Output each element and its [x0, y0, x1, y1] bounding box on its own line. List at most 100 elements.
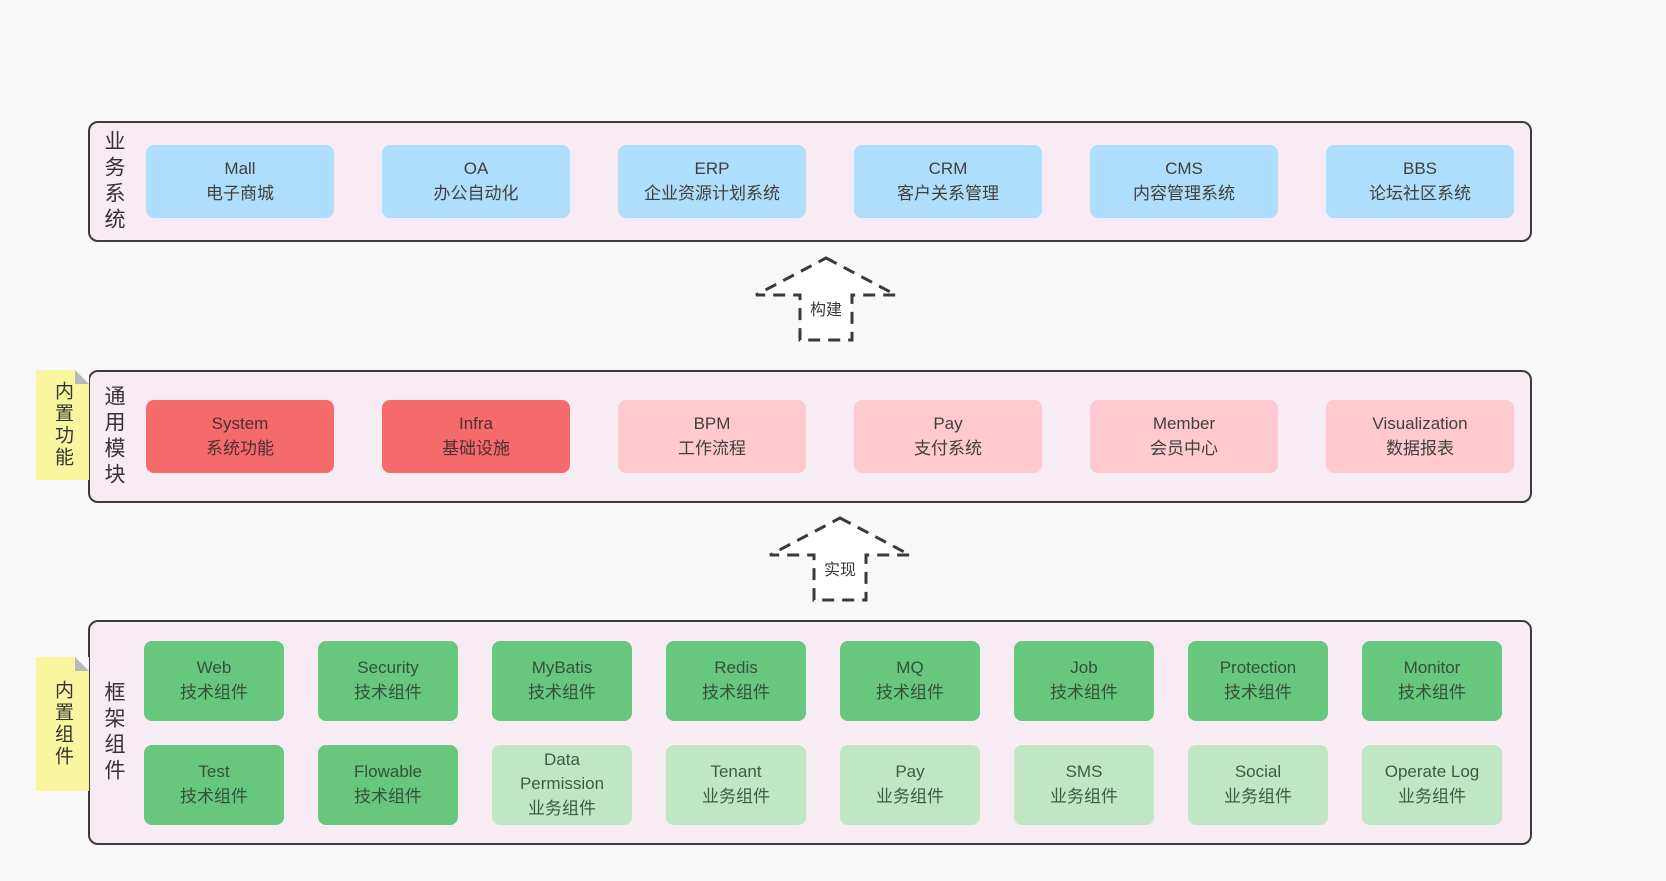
box-subtitle: 电子商城 — [206, 183, 274, 203]
common-modules-boxes: System 系统功能 Infra 基础设施 BPM 工作流程 Pay 支付系统… — [146, 400, 1514, 473]
framework-components-grid: Web 技术组件 Security 技术组件 MyBatis 技术组件 Redi… — [144, 640, 1502, 825]
box-visualization: Visualization 数据报表 — [1326, 400, 1514, 473]
box-title: Tenant — [710, 761, 762, 781]
box-mall: Mall 电子商城 — [146, 145, 334, 218]
box-title: SMS — [1065, 761, 1103, 781]
band-framework-components-label: 框架组件 — [102, 680, 125, 785]
box-title: Web — [196, 657, 232, 677]
box-subtitle: 技术组件 — [528, 682, 596, 702]
box-subtitle: 技术组件 — [180, 786, 248, 806]
box-web: Web 技术组件 — [144, 640, 284, 721]
box-job: Job 技术组件 — [1014, 640, 1154, 721]
box-title: Infra — [458, 413, 494, 433]
framework-row-1: Web 技术组件 Security 技术组件 MyBatis 技术组件 Redi… — [144, 640, 1502, 721]
box-subtitle: 系统功能 — [206, 438, 274, 458]
arrow-build-label: 构建 — [804, 294, 848, 322]
sticky-note-label: 内置功能 — [52, 381, 73, 469]
box-subtitle: 技术组件 — [1398, 682, 1466, 702]
box-protection: Protection 技术组件 — [1188, 640, 1328, 721]
up-arrow-build: 构建 — [746, 254, 906, 344]
band-common-modules-label: 通用模块 — [102, 384, 125, 489]
box-subtitle: 工作流程 — [678, 438, 746, 458]
box-subtitle: 技术组件 — [1050, 682, 1118, 702]
box-tenant: Tenant 业务组件 — [666, 744, 806, 825]
box-oa: OA 办公自动化 — [382, 145, 570, 218]
box-monitor: Monitor 技术组件 — [1362, 640, 1502, 721]
box-subtitle: 业务组件 — [528, 798, 596, 818]
sticky-note-label: 内置组件 — [52, 680, 73, 768]
box-title: Security — [357, 657, 419, 677]
box-subtitle: 技术组件 — [180, 682, 248, 702]
box-social: Social 业务组件 — [1188, 744, 1328, 825]
box-mq: MQ 技术组件 — [840, 640, 980, 721]
box-title: MyBatis — [531, 657, 593, 677]
box-subtitle: 会员中心 — [1150, 438, 1218, 458]
box-title: Visualization — [1372, 413, 1468, 433]
arrow-implement-label: 实现 — [818, 554, 862, 582]
box-subtitle: 业务组件 — [876, 786, 944, 806]
box-title: ERP — [694, 158, 730, 178]
box-subtitle: 企业资源计划系统 — [644, 183, 780, 203]
box-subtitle: 业务组件 — [1050, 786, 1118, 806]
box-title: CRM — [928, 158, 968, 178]
box-pay-module: Pay 支付系统 — [854, 400, 1042, 473]
box-subtitle: 技术组件 — [702, 682, 770, 702]
sticky-note-built-in-components: 内置组件 — [36, 657, 89, 791]
box-title: OA — [463, 158, 489, 178]
box-title: Mall — [224, 158, 256, 178]
box-mybatis: MyBatis 技术组件 — [492, 640, 632, 721]
box-bbs: BBS 论坛社区系统 — [1326, 145, 1514, 218]
box-title: System — [211, 413, 269, 433]
box-title: Test — [198, 761, 230, 781]
box-title: CMS — [1165, 158, 1203, 178]
box-subtitle: 技术组件 — [1224, 682, 1292, 702]
box-erp: ERP 企业资源计划系统 — [618, 145, 806, 218]
box-data-permission: Data Permission 业务组件 — [492, 744, 632, 825]
box-subtitle: 技术组件 — [354, 786, 422, 806]
framework-row-2: Test 技术组件 Flowable 技术组件 Data Permission … — [144, 744, 1502, 825]
box-title: Social — [1234, 761, 1282, 781]
box-infra: Infra 基础设施 — [382, 400, 570, 473]
box-subtitle: 技术组件 — [876, 682, 944, 702]
box-title: Member — [1152, 413, 1216, 433]
box-subtitle: 业务组件 — [702, 786, 770, 806]
box-test: Test 技术组件 — [144, 744, 284, 825]
box-title: Operate Log — [1384, 761, 1480, 781]
box-member: Member 会员中心 — [1090, 400, 1278, 473]
box-title: Pay — [895, 761, 925, 781]
box-subtitle: 客户关系管理 — [897, 183, 999, 203]
box-cms: CMS 内容管理系统 — [1090, 145, 1278, 218]
box-title: Flowable — [353, 761, 423, 781]
box-title: Protection — [1219, 657, 1297, 677]
box-subtitle: 业务组件 — [1398, 786, 1466, 806]
box-subtitle: 内容管理系统 — [1133, 183, 1235, 203]
box-subtitle: 办公自动化 — [433, 183, 519, 203]
box-subtitle: 数据报表 — [1386, 438, 1454, 458]
box-security: Security 技术组件 — [318, 640, 458, 721]
box-crm: CRM 客户关系管理 — [854, 145, 1042, 218]
box-bpm: BPM 工作流程 — [618, 400, 806, 473]
box-title: Data Permission — [519, 749, 605, 794]
band-framework-components: 内置组件 框架组件 Web 技术组件 Security 技术组件 MyBatis… — [36, 620, 1532, 845]
box-pay-component: Pay 业务组件 — [840, 744, 980, 825]
business-systems-boxes: Mall 电子商城 OA 办公自动化 ERP 企业资源计划系统 CRM 客户关系… — [146, 145, 1514, 218]
box-title: Monitor — [1403, 657, 1461, 677]
box-subtitle: 业务组件 — [1224, 786, 1292, 806]
box-subtitle: 技术组件 — [354, 682, 422, 702]
box-title: MQ — [896, 657, 924, 677]
band-common-modules: 内置功能 通用模块 System 系统功能 Infra 基础设施 BPM 工作流… — [36, 370, 1532, 503]
sticky-note-built-in-features: 内置功能 — [36, 370, 89, 480]
band-business-systems: 业务系统 Mall 电子商城 OA 办公自动化 ERP 企业资源计划系统 CRM… — [88, 121, 1532, 242]
box-system: System 系统功能 — [146, 400, 334, 473]
up-arrow-implement: 实现 — [760, 514, 920, 604]
box-subtitle: 基础设施 — [442, 438, 510, 458]
box-operate-log: Operate Log 业务组件 — [1362, 744, 1502, 825]
box-subtitle: 论坛社区系统 — [1369, 183, 1471, 203]
box-subtitle: 支付系统 — [914, 438, 982, 458]
box-redis: Redis 技术组件 — [666, 640, 806, 721]
box-title: Job — [1070, 657, 1098, 677]
box-title: Redis — [714, 657, 758, 677]
box-flowable: Flowable 技术组件 — [318, 744, 458, 825]
box-title: BPM — [693, 413, 731, 433]
